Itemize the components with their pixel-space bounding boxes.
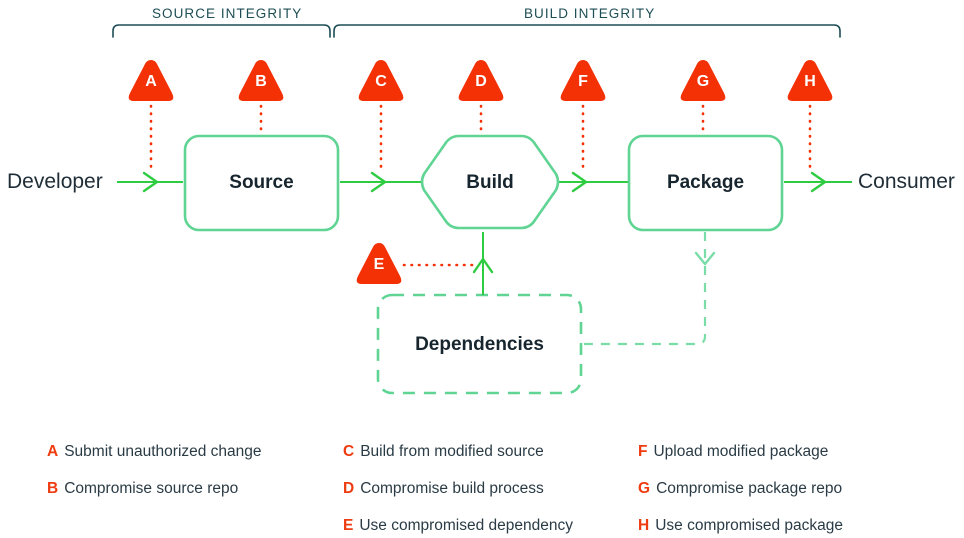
threat-marker-f <box>560 60 606 101</box>
flow-arrow-package-to-dependencies <box>583 232 716 346</box>
flow-arrow-package-to-consumer <box>784 171 852 193</box>
threat-marker-d <box>458 60 504 101</box>
legend-item-b: B Compromise source repo <box>47 480 238 498</box>
threat-dotted-lines <box>149 104 812 267</box>
threat-markers[interactable] <box>128 60 833 284</box>
legend-text-h: Use compromised package <box>655 517 844 534</box>
flow-arrow-dependencies-to-build <box>472 232 494 295</box>
legend-text-e: Use compromised dependency <box>359 517 574 534</box>
threat-marker-b <box>238 60 284 101</box>
legend-text-g: Compromise package repo <box>656 480 843 497</box>
node-label-package: Package <box>666 172 745 193</box>
legend-text-a: Submit unauthorized change <box>64 443 262 460</box>
node-package-shape[interactable] <box>627 134 784 232</box>
bracket-build-integrity <box>333 24 841 38</box>
node-source-shape[interactable] <box>183 134 340 232</box>
legend-item-a: A Submit unauthorized change <box>47 443 262 461</box>
legend-item-d: D Compromise build process <box>343 480 544 498</box>
node-label-dependencies: Dependencies <box>415 334 544 355</box>
threat-marker-e <box>356 243 402 284</box>
bracket-label-source-integrity: SOURCE INTEGRITY <box>152 6 303 21</box>
legend-item-c: C Build from modified source <box>343 443 544 461</box>
legend-key-h: H <box>638 517 650 534</box>
legend-item-e: E Use compromised dependency <box>343 517 573 535</box>
legend-text-f: Upload modified package <box>653 443 829 460</box>
endpoint-developer: Developer <box>7 170 103 193</box>
legend-text-b: Compromise source repo <box>64 480 239 497</box>
legend-key-e: E <box>343 517 354 534</box>
legend-key-b: B <box>47 480 59 497</box>
bracket-label-build-integrity: BUILD INTEGRITY <box>524 6 656 21</box>
node-label-source: Source <box>229 172 294 193</box>
legend-item-h: H Use compromised package <box>638 517 843 535</box>
node-dependencies-shape[interactable] <box>376 293 583 395</box>
legend-key-c: C <box>343 443 355 460</box>
legend: A Submit unauthorized change B Compromise … <box>0 430 964 538</box>
legend-key-d: D <box>343 480 355 497</box>
threat-marker-c <box>358 60 404 101</box>
threat-marker-h <box>787 60 833 101</box>
flow-arrow-source-to-build <box>340 171 430 193</box>
threat-marker-g <box>680 60 726 101</box>
flow-arrow-developer-to-source <box>117 171 183 193</box>
legend-key-f: F <box>638 443 648 460</box>
bracket-source-integrity <box>112 24 331 38</box>
legend-key-g: G <box>638 480 651 497</box>
legend-key-a: A <box>47 443 59 460</box>
legend-text-c: Build from modified source <box>360 443 544 460</box>
legend-text-d: Compromise build process <box>360 480 544 497</box>
legend-item-f: F Upload modified package <box>638 443 828 461</box>
threat-marker-a <box>128 60 174 101</box>
legend-item-g: G Compromise package repo <box>638 480 842 498</box>
node-label-build: Build <box>466 172 514 193</box>
node-build-shape[interactable] <box>420 134 560 230</box>
endpoint-consumer: Consumer <box>858 170 955 193</box>
